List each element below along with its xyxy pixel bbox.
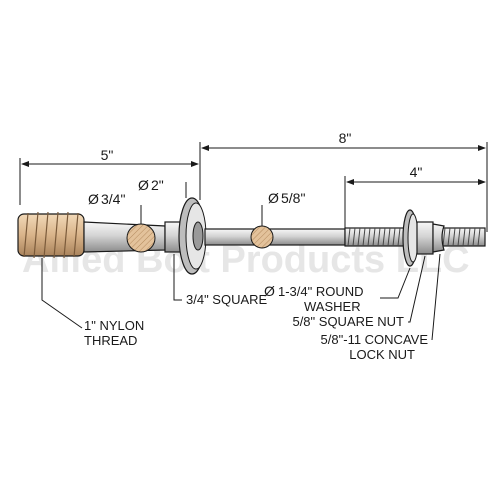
section-rod	[250, 225, 274, 249]
dim-5-arrow-right	[191, 161, 199, 167]
leader-lock-nut	[431, 253, 441, 341]
dim-5-arrow-left	[21, 161, 29, 167]
rod-thread	[344, 227, 486, 247]
dim-4-arrow-right	[478, 179, 486, 185]
dim-8-label: 8"	[339, 130, 352, 146]
washer-diameter-symbol: Ø	[264, 283, 275, 299]
leader-nylon-thread	[41, 258, 83, 329]
shank-diameter-label: 3/4"	[101, 191, 125, 207]
nylon-thread-label-1: 1" NYLON	[84, 318, 144, 333]
square-nut-label: 5/8" SQUARE NUT	[292, 314, 404, 329]
lock-nut-label-2: LOCK NUT	[349, 347, 415, 362]
square-label: 3/4" SQUARE	[186, 292, 268, 307]
round-washer-label-2: WASHER	[304, 299, 361, 314]
shank-diameter-symbol: Ø	[88, 191, 99, 207]
leader-round-washer	[380, 267, 411, 299]
dim-4-arrow-left	[346, 179, 354, 185]
nylon-thread	[17, 211, 85, 259]
lock-nut-label-1: 5/8"-11 CONCAVE	[321, 332, 429, 347]
dim-8-arrow-left	[201, 145, 209, 151]
square-nut	[416, 221, 434, 255]
rod-diameter-label: 5/8"	[281, 190, 305, 206]
round-washer	[402, 209, 419, 267]
collar-diameter-symbol: Ø	[138, 177, 149, 193]
dim-8-arrow-right	[478, 145, 486, 151]
leader-square	[173, 254, 182, 301]
rod-diameter-symbol: Ø	[268, 190, 279, 206]
collar-washer	[178, 197, 207, 275]
collar-diameter-label: 2"	[151, 177, 164, 193]
nylon-thread-label-2: THREAD	[84, 333, 137, 348]
section-shank	[126, 223, 156, 253]
round-washer-label-1: 1-3/4" ROUND	[278, 284, 364, 299]
dim-4-label: 4"	[410, 164, 423, 180]
dim-5-label: 5"	[101, 147, 114, 163]
leader-square-nut	[408, 255, 426, 323]
rod	[204, 228, 346, 246]
lock-nut	[432, 223, 445, 253]
